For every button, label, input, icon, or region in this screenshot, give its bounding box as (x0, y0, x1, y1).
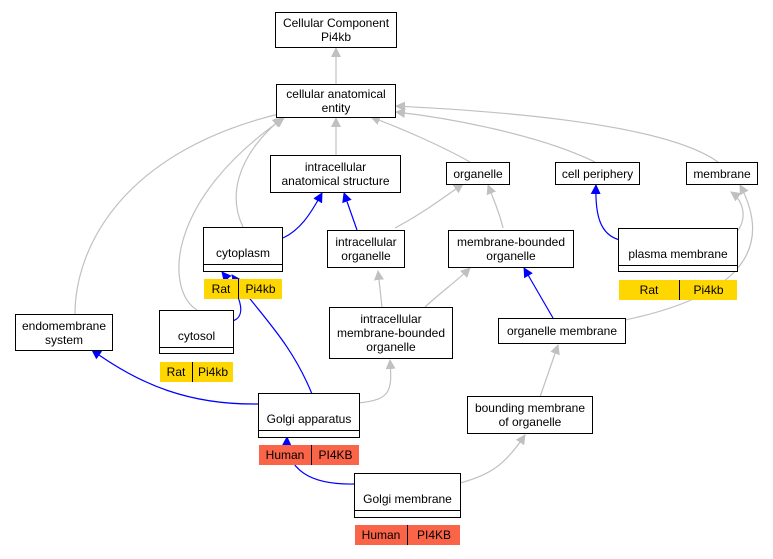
node-label: cytoplasm (204, 242, 282, 265)
edge-imbo-to-mbo (424, 267, 471, 308)
ontology-edges (74, 47, 753, 485)
edge-pm-part-of-cell-periphery (590, 184, 621, 241)
node-label: cytosol (160, 325, 233, 348)
node-golgi-membrane[interactable]: Golgi membrane Human PI4KB (354, 473, 461, 545)
edge-golgi-to-imbo (357, 359, 396, 404)
node-cellular-anatomical-entity[interactable]: cellular anatomical entity (276, 84, 396, 118)
node-golgi-apparatus[interactable]: Golgi apparatus Human PI4KB (258, 393, 360, 465)
node-intracellular-membrane-bounded-organelle[interactable]: intracellular membrane-bounded organelle (329, 307, 453, 359)
edge-cytosol-to-cae (178, 117, 285, 311)
edge-gm-to-bm (459, 434, 526, 484)
gene-tag: PI4KB (311, 445, 359, 465)
node-intracellular-organelle[interactable]: intracellular organelle (327, 230, 405, 268)
node-label: plasma membrane (619, 243, 737, 266)
node-root[interactable]: Cellular Component Pi4kb (275, 12, 397, 48)
gene-tag: Pi4kb (192, 362, 233, 382)
edge-organelle-to-cae (370, 115, 471, 163)
edge-cytoplasm-part-of-ias (282, 192, 323, 239)
edge-io-to-organelle (394, 183, 464, 229)
species-tag: Rat (204, 279, 238, 299)
species-tag: Rat (160, 362, 192, 382)
node-membrane[interactable]: membrane (686, 162, 758, 185)
node-organelle[interactable]: organelle (446, 162, 510, 185)
node-membrane-bounded-organelle[interactable]: membrane-bounded organelle (448, 230, 574, 268)
edge-cell-periphery-to-cae (395, 108, 596, 163)
node-intracellular-anatomical-structure[interactable]: intracellular anatomical structure (270, 155, 401, 193)
gene-tag: Pi4kb (238, 279, 282, 299)
node-endomembrane-system[interactable]: endomembrane system (15, 314, 113, 351)
node-cytoplasm[interactable]: cytoplasm Rat Pi4kb (203, 227, 283, 299)
node-label: Golgi apparatus (259, 408, 359, 431)
node-bounding-membrane-of-organelle[interactable]: bounding membrane of organelle (467, 396, 593, 434)
edge-bm-to-om (539, 344, 560, 398)
node-cytosol[interactable]: cytosol Rat Pi4kb (159, 310, 234, 382)
node-organelle-membrane[interactable]: organelle membrane (498, 318, 626, 344)
gene-tag: PI4KB (407, 525, 460, 545)
gene-tag: Pi4kb (679, 280, 737, 300)
edge-io-part-of-ias (342, 192, 358, 231)
node-label: Golgi membrane (355, 488, 460, 511)
edge-golgi-part-of-endomembrane (91, 349, 259, 405)
species-tag: Rat (619, 280, 679, 300)
edge-imbo-to-io (374, 270, 384, 308)
node-cell-periphery[interactable]: cell periphery (555, 162, 640, 185)
species-tag: Human (355, 525, 407, 545)
edge-om-to-membrane (624, 184, 753, 321)
edge-om-part-of-mbo (523, 267, 554, 319)
edge-endomembrane-to-cae (74, 109, 288, 315)
species-tag: Human (259, 445, 311, 465)
edge-mbo-to-organelle (486, 184, 504, 229)
edge-membrane-to-cae (395, 101, 719, 163)
node-plasma-membrane[interactable]: plasma membrane Rat Pi4kb (618, 228, 738, 300)
edge-pm-to-membrane (730, 191, 744, 234)
edge-cytoplasm-to-cae (235, 117, 283, 228)
